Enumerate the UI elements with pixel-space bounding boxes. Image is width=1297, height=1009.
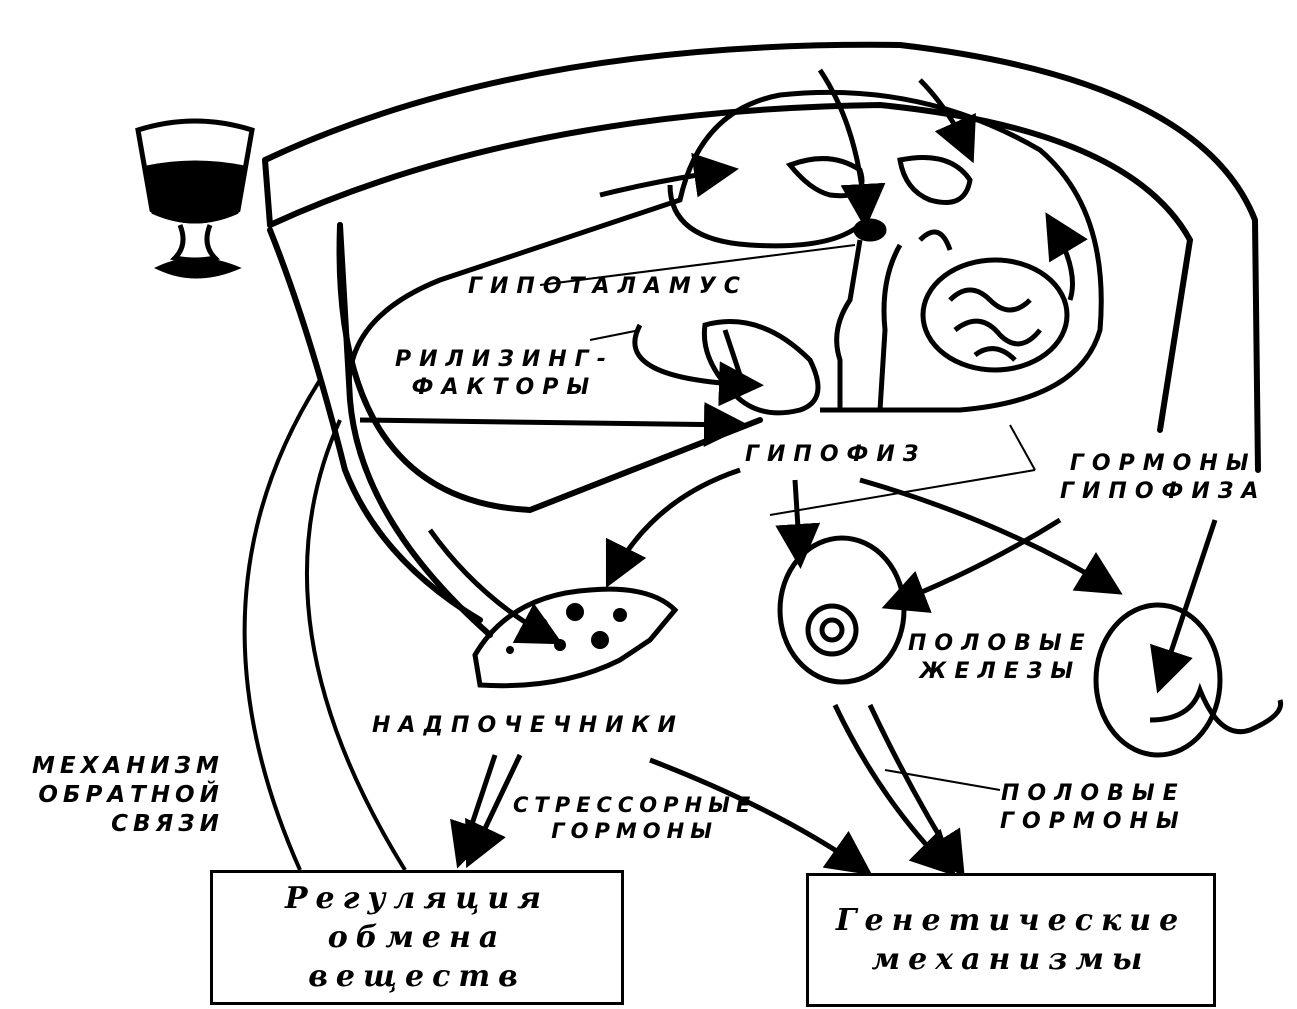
label-stress-hormones: СТРЕССОРНЫЕ ГОРМОНЫ bbox=[513, 792, 756, 845]
box-metabolism-regulation: Регуляция обмена веществ bbox=[210, 870, 624, 1005]
label-pituitary: ГИПОФИЗ bbox=[745, 441, 926, 469]
box-metabolism-text: Регуляция обмена веществ bbox=[285, 879, 549, 996]
label-pituitary-hormones: ГОРМОНЫ ГИПОФИЗА bbox=[1060, 450, 1266, 505]
wine-glass-icon bbox=[138, 121, 252, 276]
label-feedback-mechanism: Механизм обратной связи bbox=[32, 752, 224, 838]
box-genetic-mechanisms: Генетические механизмы bbox=[806, 873, 1216, 1007]
label-gonads: ПОЛОВЫЕ ЖЕЛЕЗЫ bbox=[908, 630, 1093, 685]
blood-stream-band bbox=[265, 45, 1258, 635]
label-sex-hormones: ПОЛОВЫЕ ГОРМОНЫ bbox=[1000, 780, 1187, 835]
adrenal-gland bbox=[475, 589, 675, 686]
feedback-curve bbox=[245, 380, 405, 870]
label-adrenals: НАДПОЧЕЧНИКИ bbox=[372, 712, 684, 740]
box-genetic-text: Генетические механизмы bbox=[836, 901, 1186, 979]
gonad-testis bbox=[1096, 605, 1281, 755]
gonad-ovary bbox=[780, 538, 904, 682]
label-releasing-factors: РИЛИЗИНГ- ФАКТОРЫ bbox=[395, 346, 614, 401]
label-hypothalamus: ГИПОТАЛАМУС bbox=[468, 273, 748, 301]
